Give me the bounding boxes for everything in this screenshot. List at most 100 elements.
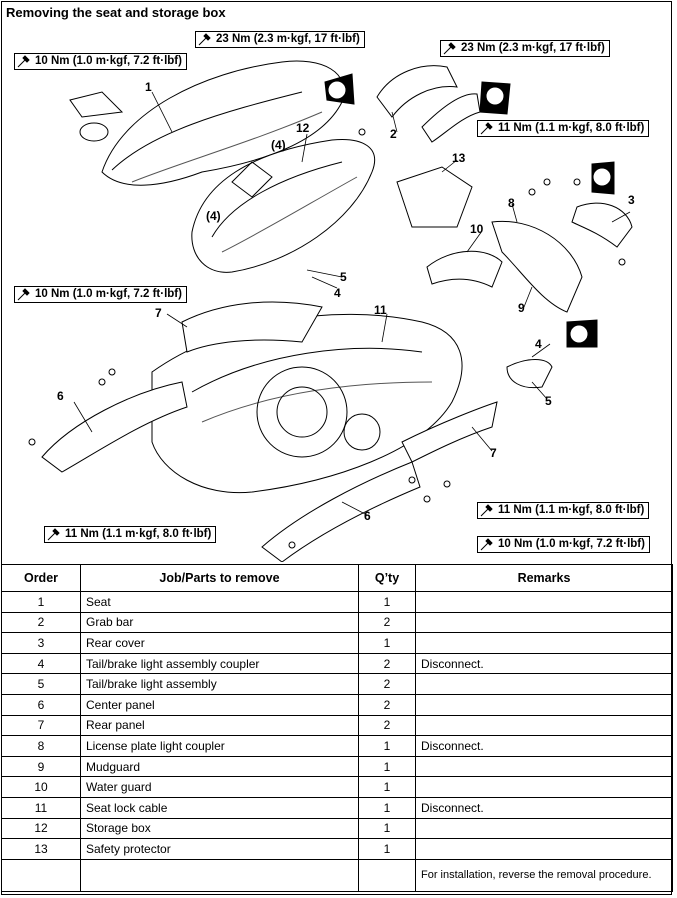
table-header-row: Order Job/Parts to remove Q’ty Remarks <box>1 564 673 592</box>
order-cell <box>1 858 81 892</box>
order-cell: 6 <box>1 693 81 716</box>
callout-4: 4 <box>334 286 341 300</box>
remarks-cell <box>415 591 673 613</box>
callout-4-paren: (4) <box>206 209 221 223</box>
torque-spec-box: 10 Nm (1.0 m·kgf, 7.2 ft·lbf) <box>477 536 650 553</box>
rear-panel-right-illustration <box>401 401 498 463</box>
qty-cell <box>358 858 416 892</box>
callout-1: 1 <box>145 80 152 94</box>
wrench-icon <box>17 288 30 301</box>
order-cell: 11 <box>1 796 81 819</box>
callout-9: 9 <box>518 301 525 315</box>
grab-bar-illustration <box>376 65 481 143</box>
lt-label: LT <box>594 172 605 182</box>
part-cell: Storage box <box>80 817 359 840</box>
qty-cell: 1 <box>358 817 416 840</box>
qty-cell: 2 <box>358 714 416 737</box>
lt-label: LT <box>571 329 582 339</box>
order-cell: 7 <box>1 714 81 737</box>
remarks-cell: Disconnect. <box>415 652 673 675</box>
order-cell: 12 <box>1 817 81 840</box>
remarks-cell: Disconnect. <box>415 735 673 757</box>
qty-cell: 1 <box>358 591 416 613</box>
callout-6: 6 <box>364 509 371 523</box>
callout-11: 11 <box>374 303 387 317</box>
order-cell: 5 <box>1 673 81 695</box>
lt-label: LT <box>330 85 341 95</box>
tail-light-illustration <box>506 359 553 389</box>
callout-10: 10 <box>470 222 484 236</box>
lt-label: LT <box>487 91 498 101</box>
mudguard-illustration <box>491 220 583 313</box>
water-guard-illustration <box>426 250 503 288</box>
callout-13: 13 <box>452 151 466 165</box>
seat-illustration <box>69 60 345 186</box>
part-cell: Water guard <box>80 776 359 798</box>
part-cell: Mudguard <box>80 755 359 778</box>
callout-3: 3 <box>628 193 635 207</box>
table-row: For installation, reverse the removal pr… <box>1 858 673 892</box>
wrench-icon <box>17 55 30 68</box>
part-cell: Safety protector <box>80 838 359 860</box>
callout-8: 8 <box>508 196 515 210</box>
callout-7: 7 <box>155 306 162 320</box>
qty-cell: 1 <box>358 632 416 654</box>
callout-12: 12 <box>296 121 310 135</box>
torque-spec-box: 23 Nm (2.3 m·kgf, 17 ft·lbf) <box>195 31 365 48</box>
column-header: Q’ty <box>358 564 416 592</box>
qty-cell: 1 <box>358 796 416 819</box>
center-panel-left-illustration <box>41 381 188 473</box>
installation-note: For installation, reverse the removal pr… <box>415 858 673 892</box>
lt-markers <box>324 73 615 348</box>
qty-cell: 2 <box>358 673 416 695</box>
order-cell: 9 <box>1 755 81 778</box>
page-title: Removing the seat and storage box <box>6 5 226 20</box>
torque-spec-box: 23 Nm (2.3 m·kgf, 17 ft·lbf) <box>440 40 610 57</box>
qty-cell: 1 <box>358 776 416 798</box>
wrench-icon <box>47 528 60 541</box>
parts-table: Order Job/Parts to remove Q’ty Remarks 1… <box>1 564 673 892</box>
part-cell: Seat lock cable <box>80 796 359 819</box>
callout-7: 7 <box>490 446 497 460</box>
qty-cell: 2 <box>358 611 416 634</box>
part-cell <box>80 858 359 892</box>
torque-spec-box: 10 Nm (1.0 m·kgf, 7.2 ft·lbf) <box>14 53 187 70</box>
callout-4: 4 <box>535 337 542 351</box>
wrench-icon <box>480 538 493 551</box>
qty-cell: 1 <box>358 755 416 778</box>
callout-4-paren: (4) <box>271 138 286 152</box>
remarks-cell <box>415 611 673 634</box>
callout-5: 5 <box>340 270 347 284</box>
order-cell: 3 <box>1 632 81 654</box>
remarks-cell <box>415 776 673 798</box>
callout-5: 5 <box>545 394 552 408</box>
wrench-icon <box>198 33 211 46</box>
part-cell: Center panel <box>80 693 359 716</box>
order-cell: 13 <box>1 838 81 860</box>
remarks-cell <box>415 755 673 778</box>
remarks-cell <box>415 693 673 716</box>
remarks-cell <box>415 838 673 860</box>
part-cell: Seat <box>80 591 359 613</box>
torque-spec-box: 10 Nm (1.0 m·kgf, 7.2 ft·lbf) <box>14 286 187 303</box>
part-cell: License plate light coupler <box>80 735 359 757</box>
leader-lines <box>73 91 631 516</box>
wrench-icon <box>443 42 456 55</box>
wrench-icon <box>480 122 493 135</box>
part-cell: Tail/brake light assembly coupler <box>80 652 359 675</box>
remarks-cell <box>415 714 673 737</box>
part-cell: Grab bar <box>80 611 359 634</box>
column-header: Remarks <box>415 564 673 592</box>
torque-spec-box: 11 Nm (1.1 m·kgf, 8.0 ft·lbf) <box>44 526 217 543</box>
frame-illustration <box>151 313 463 494</box>
